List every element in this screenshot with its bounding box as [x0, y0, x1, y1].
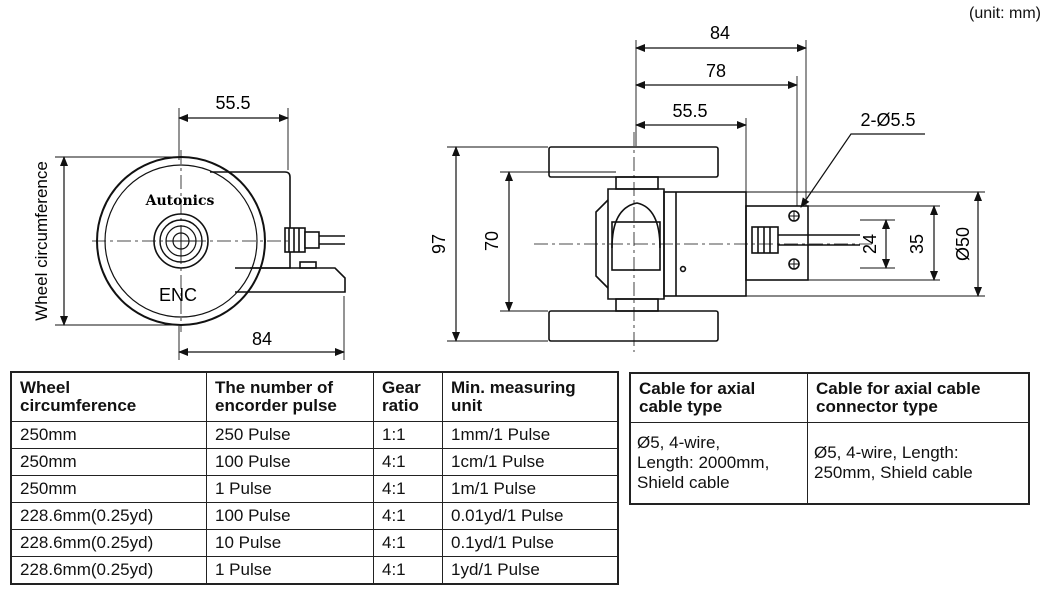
side-dim-24: 24 [860, 234, 880, 254]
side-view [447, 40, 985, 352]
header-line: encorder pulse [215, 396, 337, 415]
table-cell: 1mm/1 Pulse [442, 421, 619, 449]
table-cell: 4:1 [373, 556, 443, 585]
header-line: circumference [20, 396, 137, 415]
front-dim-top: 55.5 [215, 93, 250, 113]
table-cell: 228.6mm(0.25yd) [10, 556, 207, 585]
table-cell: 100 Pulse [206, 502, 374, 530]
table-cell: 0.01yd/1 Pulse [442, 502, 619, 530]
side-dim-50: Ø50 [953, 227, 973, 261]
table-cell: 250 Pulse [206, 421, 374, 449]
table-row: 228.6mm(0.25yd) 10 Pulse 4:1 0.1yd/1 Pul… [10, 529, 619, 557]
table-cell: 228.6mm(0.25yd) [10, 502, 207, 530]
table-cell: 1yd/1 Pulse [442, 556, 619, 585]
table-cell: 1 Pulse [206, 475, 374, 503]
side-dim-70: 70 [482, 231, 502, 251]
cell-line: 250mm, Shield cable [814, 463, 973, 482]
header-line: ratio [382, 396, 419, 415]
side-dim-55-5: 55.5 [672, 101, 707, 121]
table-cell: 1 Pulse [206, 556, 374, 585]
header-line: Gear [382, 378, 421, 397]
table-cell: 4:1 [373, 529, 443, 557]
side-dim-78: 78 [706, 61, 726, 81]
front-dim-bottom: 84 [252, 329, 272, 349]
header-line: Cable for axial [639, 379, 756, 398]
enc-label: ENC [159, 285, 197, 305]
brand-logo: Autonics [145, 193, 215, 209]
connector-type-cell: Ø5, 4-wire, Length:250mm, Shield cable [807, 422, 1030, 505]
table-cell: 10 Pulse [206, 529, 374, 557]
table-row: Ø5, 4-wire,Length: 2000mm,Shield cable Ø… [629, 422, 1030, 505]
cell-line: Ø5, 4-wire, Length: [814, 443, 959, 462]
header-line: Wheel [20, 378, 71, 397]
table-cell: 250mm [10, 475, 207, 503]
table-row: 228.6mm(0.25yd) 100 Pulse 4:1 0.01yd/1 P… [10, 502, 619, 530]
header-line: The number of [215, 378, 334, 397]
side-dim-97: 97 [429, 234, 449, 254]
table-cell: 228.6mm(0.25yd) [10, 529, 207, 557]
table-cell: 4:1 [373, 502, 443, 530]
side-dim-84: 84 [710, 23, 730, 43]
front-view [55, 108, 346, 360]
hole-label: 2-Ø5.5 [860, 110, 915, 130]
header-line: cable type [639, 397, 723, 416]
table-row: 250mm 100 Pulse 4:1 1cm/1 Pulse [10, 448, 619, 476]
table-cell: 250mm [10, 421, 207, 449]
cable-type-cell: Ø5, 4-wire,Length: 2000mm,Shield cable [629, 422, 808, 505]
table-row: 250mm 250 Pulse 1:1 1mm/1 Pulse [10, 421, 619, 449]
table-cell: 250mm [10, 448, 207, 476]
header-line: Cable for axial cable [816, 379, 981, 398]
technical-drawing: 55.5 84 Wheel circumference Autonics ENC [32, 23, 985, 360]
wheel-circumference-label: Wheel circumference [32, 161, 51, 321]
cell-line: Length: 2000mm, [637, 453, 770, 472]
table-cell: 1cm/1 Pulse [442, 448, 619, 476]
table-cell: 1:1 [373, 421, 443, 449]
table-cell: 4:1 [373, 475, 443, 503]
cell-line: Ø5, 4-wire, [637, 433, 721, 452]
header-line: connector type [816, 397, 938, 416]
side-dim-35: 35 [907, 234, 927, 254]
unit-note: (unit: mm) [969, 5, 1041, 22]
table-row: 250mm 1 Pulse 4:1 1m/1 Pulse [10, 475, 619, 503]
table-row: 228.6mm(0.25yd) 1 Pulse 4:1 1yd/1 Pulse [10, 556, 619, 585]
header-line: unit [451, 396, 483, 415]
header-line: Min. measuring [451, 378, 576, 397]
table-cell: 1m/1 Pulse [442, 475, 619, 503]
cell-line: Shield cable [637, 473, 730, 492]
table-cell: 4:1 [373, 448, 443, 476]
table-cell: 100 Pulse [206, 448, 374, 476]
table-cell: 0.1yd/1 Pulse [442, 529, 619, 557]
